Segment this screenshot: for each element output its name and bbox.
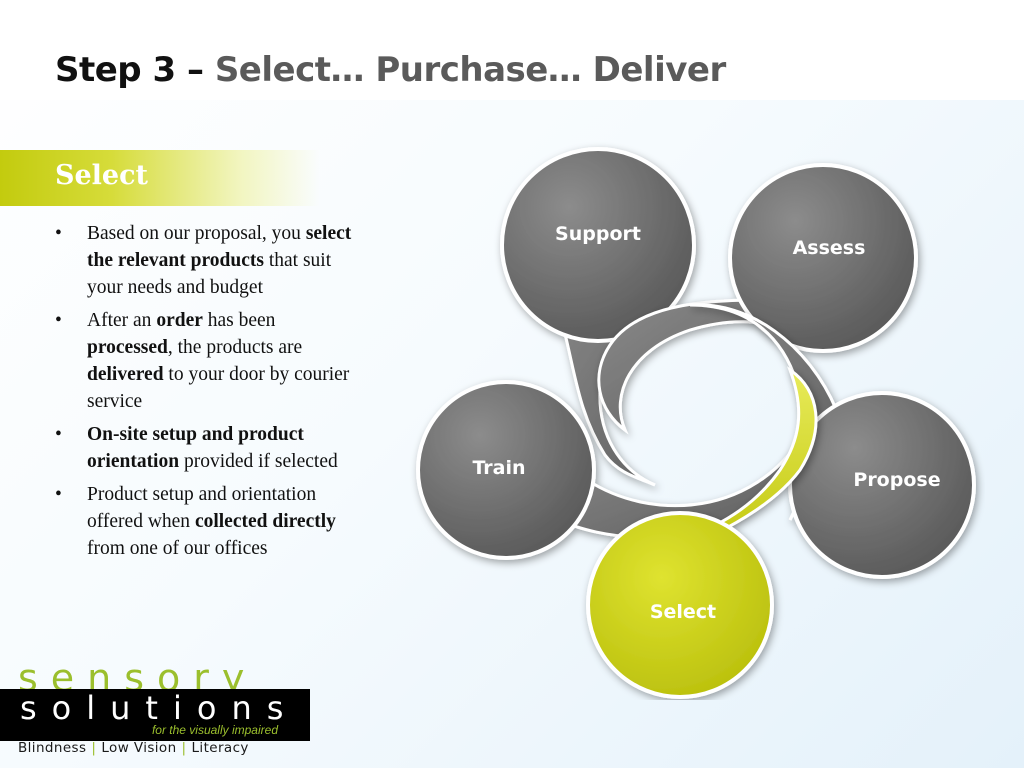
bullet-text: Based on our proposal, you — [87, 223, 306, 244]
bullet-item: Product setup and orientation offered wh… — [55, 481, 365, 562]
stage-select-bubble — [586, 511, 774, 699]
bullet-emphasis: processed — [87, 337, 168, 358]
bullet-item: After an order has been processed, the p… — [55, 307, 365, 415]
bullet-text: After an — [87, 310, 157, 331]
bullet-text: from one of our offices — [87, 538, 268, 559]
stage-support-label: Support — [555, 223, 641, 245]
bullet-item: On-site setup and product orientation pr… — [55, 421, 365, 475]
company-logo: sensory solutions for the visually impai… — [0, 655, 310, 768]
bullet-emphasis: order — [156, 310, 203, 331]
stage-assess-tail — [597, 298, 794, 435]
stage-support-bubble — [500, 147, 696, 343]
stage-train-bubble — [416, 380, 596, 560]
bullet-text: Product setup and orientation offered wh… — [87, 484, 317, 532]
stage-propose-bubble — [788, 391, 976, 579]
bullet-text: to your door by courier service — [87, 364, 350, 412]
logo-word-solutions: solutions — [20, 689, 299, 727]
footer-low-vision: Low Vision — [101, 740, 177, 756]
bullet-text: that suit your needs and budget — [87, 250, 332, 298]
stage-assess-label: Assess — [793, 237, 866, 259]
bullet-emphasis: select the relevant products — [87, 223, 352, 271]
bullet-text: has been — [202, 310, 276, 331]
section-title: Select — [55, 160, 149, 191]
stage-select-tail — [636, 366, 818, 562]
stage-propose — [689, 303, 976, 579]
title-bar — [0, 0, 1024, 100]
footer-separator: | — [91, 740, 97, 756]
footer-separator: | — [181, 740, 187, 756]
bullet-emphasis: delivered — [87, 364, 164, 385]
bullet-list: Based on our proposal, you select the re… — [55, 220, 365, 568]
logo-footer: Blindness|Low Vision|Literacy — [18, 740, 249, 756]
logo-black-band: solutions for the visually impaired — [0, 689, 310, 741]
section-band — [0, 150, 320, 206]
title-step: Step 3 – — [55, 50, 215, 90]
logo-tagline: for the visually impaired — [151, 723, 278, 737]
footer-literacy: Literacy — [191, 740, 249, 756]
bullet-emphasis: collected directly — [194, 511, 336, 532]
bullet-emphasis: On-site setup and product orientation — [87, 424, 304, 472]
footer-blindness: Blindness — [18, 740, 87, 756]
bullet-text: , the products are — [167, 337, 303, 358]
stage-select — [586, 366, 818, 699]
bullet-item: Based on our proposal, you select the re… — [55, 220, 365, 301]
stage-support — [500, 147, 696, 487]
stage-train-label: Train — [472, 457, 525, 479]
slide-title: Step 3 – Select… Purchase… Deliver — [55, 50, 726, 90]
stage-assess-bubble — [728, 163, 918, 353]
title-phases: Select… Purchase… Deliver — [214, 50, 726, 90]
cycle-diagram: Support Assess Propose Select Train — [416, 147, 976, 699]
stage-propose-label: Propose — [853, 469, 940, 491]
stage-assess — [597, 163, 918, 435]
stage-select-label: Select — [650, 601, 716, 623]
bullet-text: provided if selected — [179, 451, 338, 472]
